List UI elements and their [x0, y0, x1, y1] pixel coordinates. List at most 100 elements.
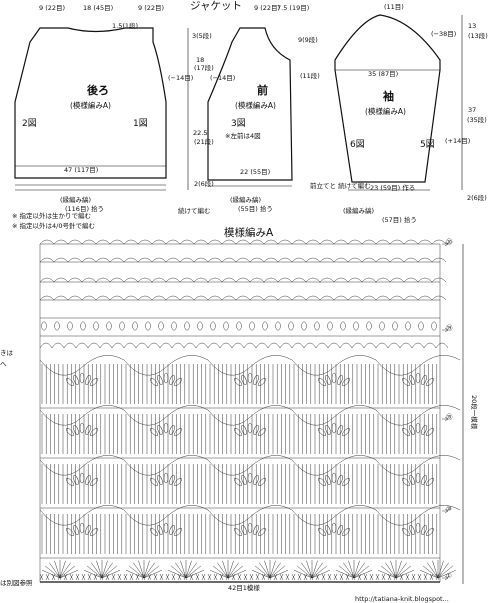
single-crochet: [297, 573, 302, 581]
single-crochet: [339, 573, 344, 581]
picot-stitch: [249, 321, 255, 331]
picot-stitch: [236, 321, 242, 331]
fan-leaf: [234, 427, 242, 437]
base-fan-stitch: [311, 569, 331, 579]
fan-leaf: [169, 525, 175, 535]
front-pattern: (模様編みA): [235, 100, 276, 110]
fan-leaf: [325, 475, 331, 485]
base-fan-stitch: [269, 562, 281, 579]
base-fan-stitch: [180, 560, 187, 579]
fan-leaf: [66, 427, 74, 437]
fan-leaf: [90, 427, 98, 437]
base-fan-stitch: [91, 562, 103, 579]
stitch-chart: [39, 239, 461, 583]
base-fan-stitch: [296, 565, 313, 579]
picot-stitch: [54, 321, 60, 331]
base-fan-stitch: [41, 569, 61, 579]
base-fan-stitch: [49, 562, 61, 579]
back-height-1: 18: [196, 56, 204, 64]
base-fan-stitch: [390, 560, 397, 579]
base-fan-stitch: [185, 565, 202, 579]
fan-leaf: [85, 475, 91, 485]
fan-leaf: [66, 477, 74, 487]
base-fan-stitch: [86, 565, 103, 579]
chart-title: 模様編みA: [224, 226, 274, 239]
row-label-20: ⑳: [446, 238, 453, 246]
base-fan-stitch: [311, 560, 318, 579]
picot-stitch: [145, 321, 151, 331]
picot-stitch: [80, 321, 86, 331]
fan-leaf: [253, 425, 259, 435]
back-height-4: (21段): [194, 137, 214, 146]
single-crochet: [45, 573, 50, 581]
single-crochet: [267, 573, 272, 581]
back-left-section: 2図: [22, 118, 37, 129]
single-crochet: [381, 573, 386, 581]
row-arrow: [442, 575, 449, 581]
sleeve-piece: 袖 (模様編みA) 6図 5図 (11目) (−38目) 13 (13段) 35…: [334, 3, 488, 224]
base-fan-stitch: [251, 569, 271, 579]
fan-leaf: [337, 375, 343, 385]
single-crochet: [153, 573, 158, 581]
fan-leaf: [253, 475, 259, 485]
fan-leaf: [337, 425, 343, 435]
base-fan-stitch: [96, 560, 103, 579]
fan-leaf: [79, 422, 85, 434]
picot-stitch: [106, 321, 112, 331]
picot-stitch: [418, 321, 424, 331]
fan-leaf: [247, 472, 253, 484]
picot-stitch: [392, 321, 398, 331]
base-fan-stitch: [264, 560, 271, 579]
fan-leaf: [174, 477, 182, 487]
back-outline: [14, 27, 167, 179]
fan-leaf: [234, 527, 242, 537]
single-crochet: [147, 573, 152, 581]
fan-leaf: [331, 422, 337, 434]
base-fan-stitch: [227, 565, 244, 579]
single-crochet: [57, 573, 62, 581]
fan-leaf: [331, 372, 337, 384]
single-crochet: [243, 573, 248, 581]
picot-stitch: [262, 321, 268, 331]
fan-leaf: [90, 477, 98, 487]
front-outline: [207, 27, 293, 181]
single-crochet: [171, 573, 176, 581]
picot-stitch: [197, 321, 203, 331]
single-crochet: [375, 573, 380, 581]
single-crochet: [99, 573, 104, 581]
single-crochet: [123, 573, 128, 581]
fan-leaf: [318, 527, 326, 537]
arch-row: [39, 277, 447, 283]
single-crochet: [309, 573, 314, 581]
base-fan-stitch: [143, 562, 155, 579]
single-crochet: [117, 573, 122, 581]
single-crochet: [219, 573, 224, 581]
base-fan-stitch: [269, 560, 276, 579]
single-crochet: [345, 573, 350, 581]
fan-leaf: [318, 477, 326, 487]
picot-stitch: [366, 321, 372, 331]
fan-leaf: [325, 525, 331, 535]
single-crochet: [135, 573, 140, 581]
fan-leaf: [325, 375, 331, 385]
picot-stitch: [67, 321, 73, 331]
picot-stitch: [301, 321, 307, 331]
picot-stitch: [223, 321, 229, 331]
wave-line: [39, 455, 461, 476]
picot-stitch: [405, 321, 411, 331]
base-fan-stitch: [101, 565, 118, 579]
single-crochet: [183, 573, 188, 581]
base-fan-stitch: [185, 569, 205, 579]
sleeve-name: 袖: [383, 89, 394, 103]
fan-leaf: [163, 522, 169, 534]
front-neck-rows: (11段): [300, 71, 320, 80]
single-crochet: [207, 573, 212, 581]
fan-leaf: [66, 527, 74, 537]
fan-leaf: [150, 527, 158, 537]
back-side-decrease: (−14目): [168, 74, 193, 82]
fan-leaf: [73, 425, 79, 435]
single-crochet: [411, 573, 416, 581]
base-fan-stitch: [306, 560, 313, 579]
note-2: ※ 指定以外は4/0号針で編む: [12, 221, 95, 230]
